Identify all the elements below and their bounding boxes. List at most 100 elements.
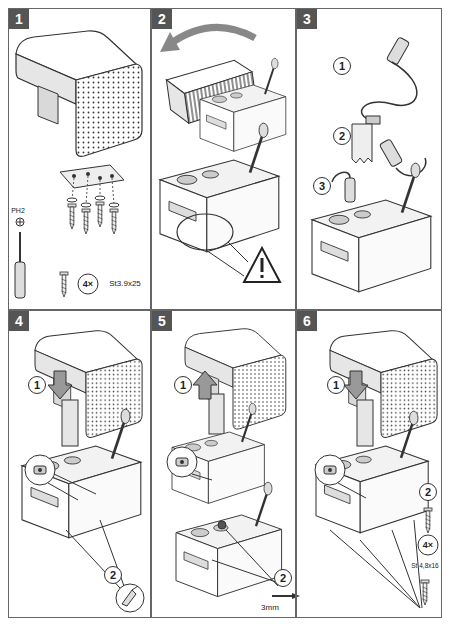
step-number: 5 [152, 311, 172, 331]
drawing-part [81, 203, 91, 207]
drawing-part [421, 580, 429, 605]
drawing-part [170, 27, 255, 44]
callout-number: 1 [174, 376, 192, 394]
drawing-part [193, 371, 217, 399]
drawing-part [166, 78, 188, 126]
drawing-part [167, 447, 197, 477]
drawing-part [185, 329, 286, 429]
drawing-part [360, 540, 420, 608]
step-number: 3 [297, 9, 317, 29]
drawing-part [16, 218, 24, 226]
drawing-part [330, 530, 420, 608]
drawing-part [344, 371, 368, 399]
step-number: 1 [9, 9, 29, 29]
drawing-part [324, 466, 336, 474]
drawing-part [209, 394, 224, 434]
drawing-part [218, 521, 226, 529]
drawing-part [109, 203, 119, 207]
drawing-part [193, 371, 217, 399]
callout-number: 4× [78, 274, 99, 295]
drawing-part [386, 37, 409, 66]
install-armrest [22, 331, 144, 612]
drawing-part [116, 584, 144, 612]
charger-cable [312, 37, 431, 292]
drawing-part [160, 32, 180, 52]
callout-number: 2 [274, 569, 292, 587]
drawing-part [424, 508, 432, 533]
drawing-part [315, 455, 345, 485]
spec-text: 3mm [261, 604, 279, 612]
drawing-part [16, 31, 142, 157]
step-number: 2 [152, 9, 172, 29]
step-panel: 6 [296, 310, 442, 618]
drawing-part [177, 214, 233, 250]
step-number: 4 [9, 311, 29, 331]
drawing-part [82, 209, 90, 234]
drawing-part [48, 483, 78, 500]
drawing-part [332, 172, 350, 182]
step-panel: 5 [151, 310, 296, 618]
remove-armrest [167, 329, 300, 599]
drawing-part [357, 400, 373, 446]
callout-number: 4× [418, 535, 439, 556]
screw-icon [60, 272, 68, 297]
drawing-part [68, 204, 76, 229]
drawing-part [110, 209, 118, 234]
spec-text: St 4,8x16 [411, 563, 438, 570]
drawing-part [379, 139, 402, 168]
drawing-part [160, 123, 279, 252]
drawing-part [272, 595, 292, 597]
drawing-part [261, 275, 264, 278]
drawing-part [244, 248, 280, 282]
drawing-part [176, 458, 188, 466]
drawing-part [86, 172, 90, 176]
step-number: 6 [297, 311, 317, 331]
drawing-part [98, 176, 102, 180]
drawing-part [100, 520, 124, 586]
exploded-armrest [16, 31, 142, 234]
drawing-part [60, 165, 124, 188]
drawing-part [96, 202, 104, 227]
drawing-part [34, 466, 46, 474]
drawing-part [72, 174, 76, 178]
drawing-part [352, 124, 372, 163]
callout-number: 1 [28, 376, 46, 394]
step-panel: 4 [8, 310, 151, 618]
drawing-part [17, 219, 23, 225]
step-panel: 2 [151, 8, 296, 310]
callout-number: 2 [419, 483, 437, 501]
drawing-part [316, 411, 428, 533]
drawing-part [192, 474, 212, 480]
drawing-part [366, 116, 380, 124]
drawing-part [338, 483, 366, 498]
step-panel: 3 [296, 8, 442, 310]
callout-number: 2 [104, 566, 122, 584]
drawing-part [19, 232, 21, 262]
callout-number: 3 [313, 177, 331, 195]
drawing-part [226, 530, 278, 586]
callout-number: 1 [327, 376, 345, 394]
drawing-part [330, 331, 437, 438]
drawing-part [22, 409, 141, 538]
drawing-part [48, 371, 72, 399]
drawing-part [67, 198, 77, 202]
drawing-part [362, 62, 417, 120]
remove-lid [160, 27, 286, 282]
drawing-part [228, 242, 248, 262]
spec-text: PH2 [11, 207, 25, 214]
drawing-part [122, 586, 138, 606]
drawing-part [62, 400, 78, 446]
drawing-part [345, 178, 355, 202]
step-panel: 1 [8, 8, 151, 310]
spec-text: St3.9x25 [109, 280, 141, 288]
drawing-part [110, 174, 114, 178]
callout-number: 2 [333, 127, 351, 145]
drawing-part [54, 474, 96, 494]
drawing-part [212, 560, 276, 582]
drawing-part [15, 262, 25, 298]
drawing-part [261, 258, 264, 272]
callout-number: 1 [333, 57, 351, 75]
